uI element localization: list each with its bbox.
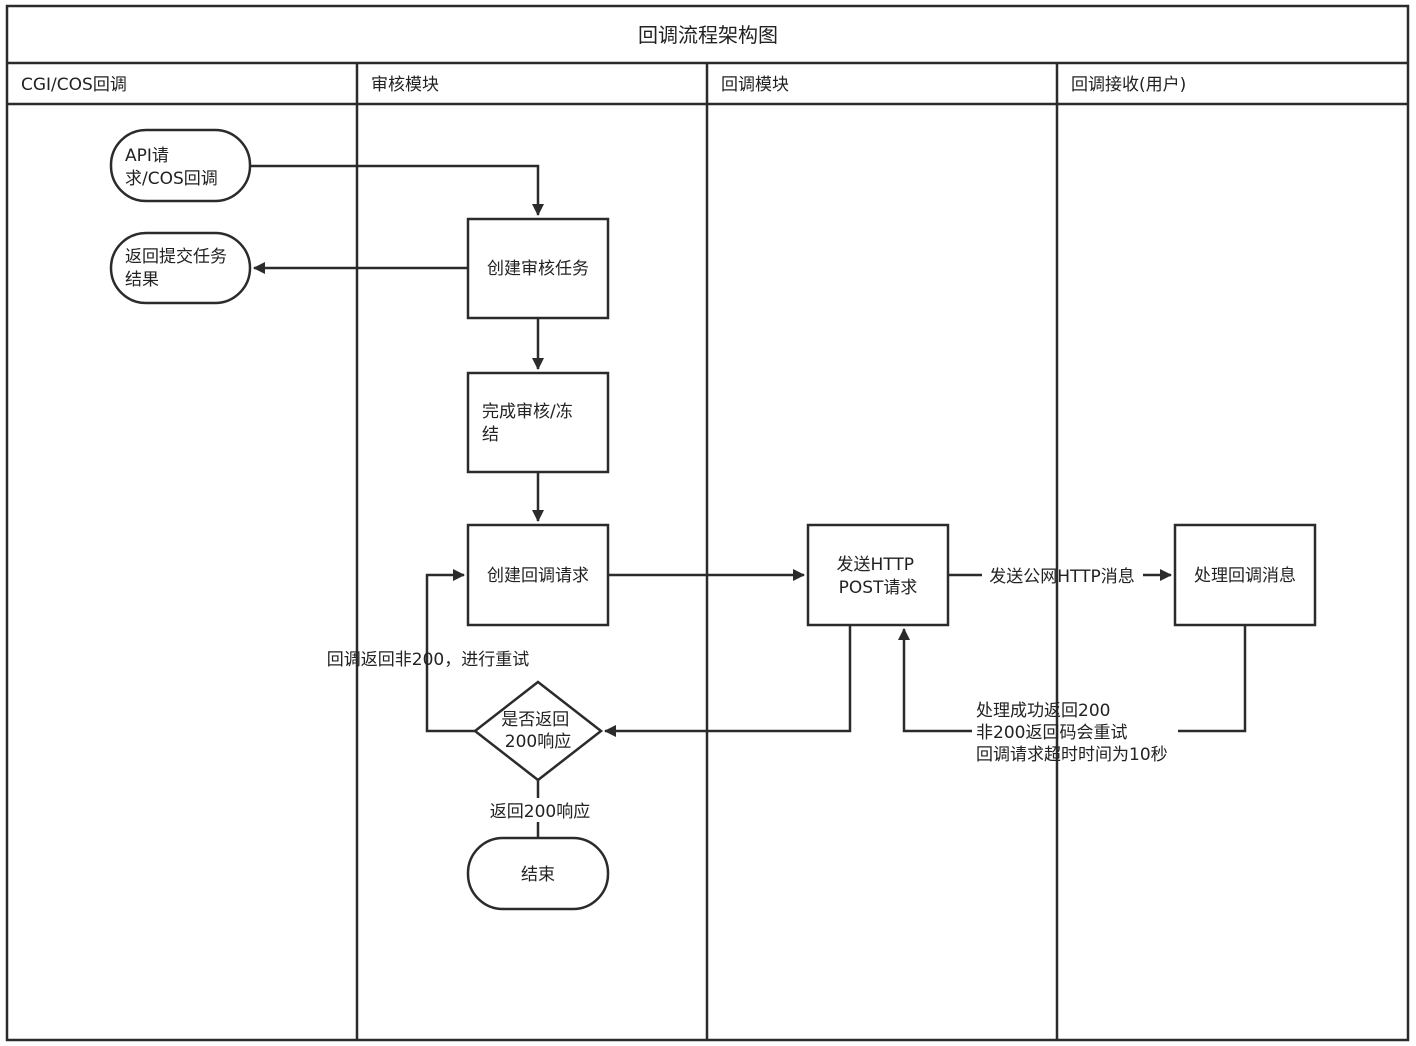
node-create-callback xyxy=(466,523,610,627)
edge-api-to-create-task xyxy=(250,164,544,216)
label-return-200: 返回200响应 xyxy=(490,802,590,822)
node-decision-text: 是否返回 200响应 xyxy=(501,710,574,752)
diagram-title: 回调流程架构图 xyxy=(638,23,778,47)
node-complete-review-text: 完成审核/冻 结 xyxy=(482,402,578,445)
node-complete-review xyxy=(466,371,610,474)
lane-header-review-module: 审核模块 xyxy=(371,75,439,95)
label-retry: 回调返回非200，进行重试 xyxy=(327,650,529,670)
lane-header-cgi-cos: CGI/COS回调 xyxy=(21,75,127,95)
node-send-http xyxy=(806,523,950,627)
edge-handle-response-right xyxy=(1178,625,1247,733)
label-user-note: 处理成功返回200 非200返回码会重试 回调请求超时时间为10秒 xyxy=(976,701,1168,765)
edge-handle-response-left xyxy=(898,628,972,733)
lane-header-callback-module: 回调模块 xyxy=(721,75,789,95)
edge-decision-retry xyxy=(425,569,475,733)
node-api-request-text: API请 求/COS回调 xyxy=(125,146,218,189)
edge-send-to-decision xyxy=(604,625,852,737)
node-create-task-text: 创建审核任务 xyxy=(487,259,589,279)
node-end-text: 结束 xyxy=(521,865,555,885)
node-decision xyxy=(472,680,604,782)
node-handle-callback-text: 处理回调消息 xyxy=(1194,566,1296,586)
node-send-http-text: 发送HTTP POST请求 xyxy=(837,555,920,598)
node-handle-callback xyxy=(1173,523,1317,627)
lane-header-callback-receiver: 回调接收(用户) xyxy=(1071,75,1186,95)
node-return-result-text: 返回提交任务 结果 xyxy=(125,247,232,290)
node-return-result xyxy=(109,231,252,305)
node-create-callback-text: 创建回调请求 xyxy=(487,566,589,586)
label-send-public: 发送公网HTTP消息 xyxy=(989,567,1135,587)
